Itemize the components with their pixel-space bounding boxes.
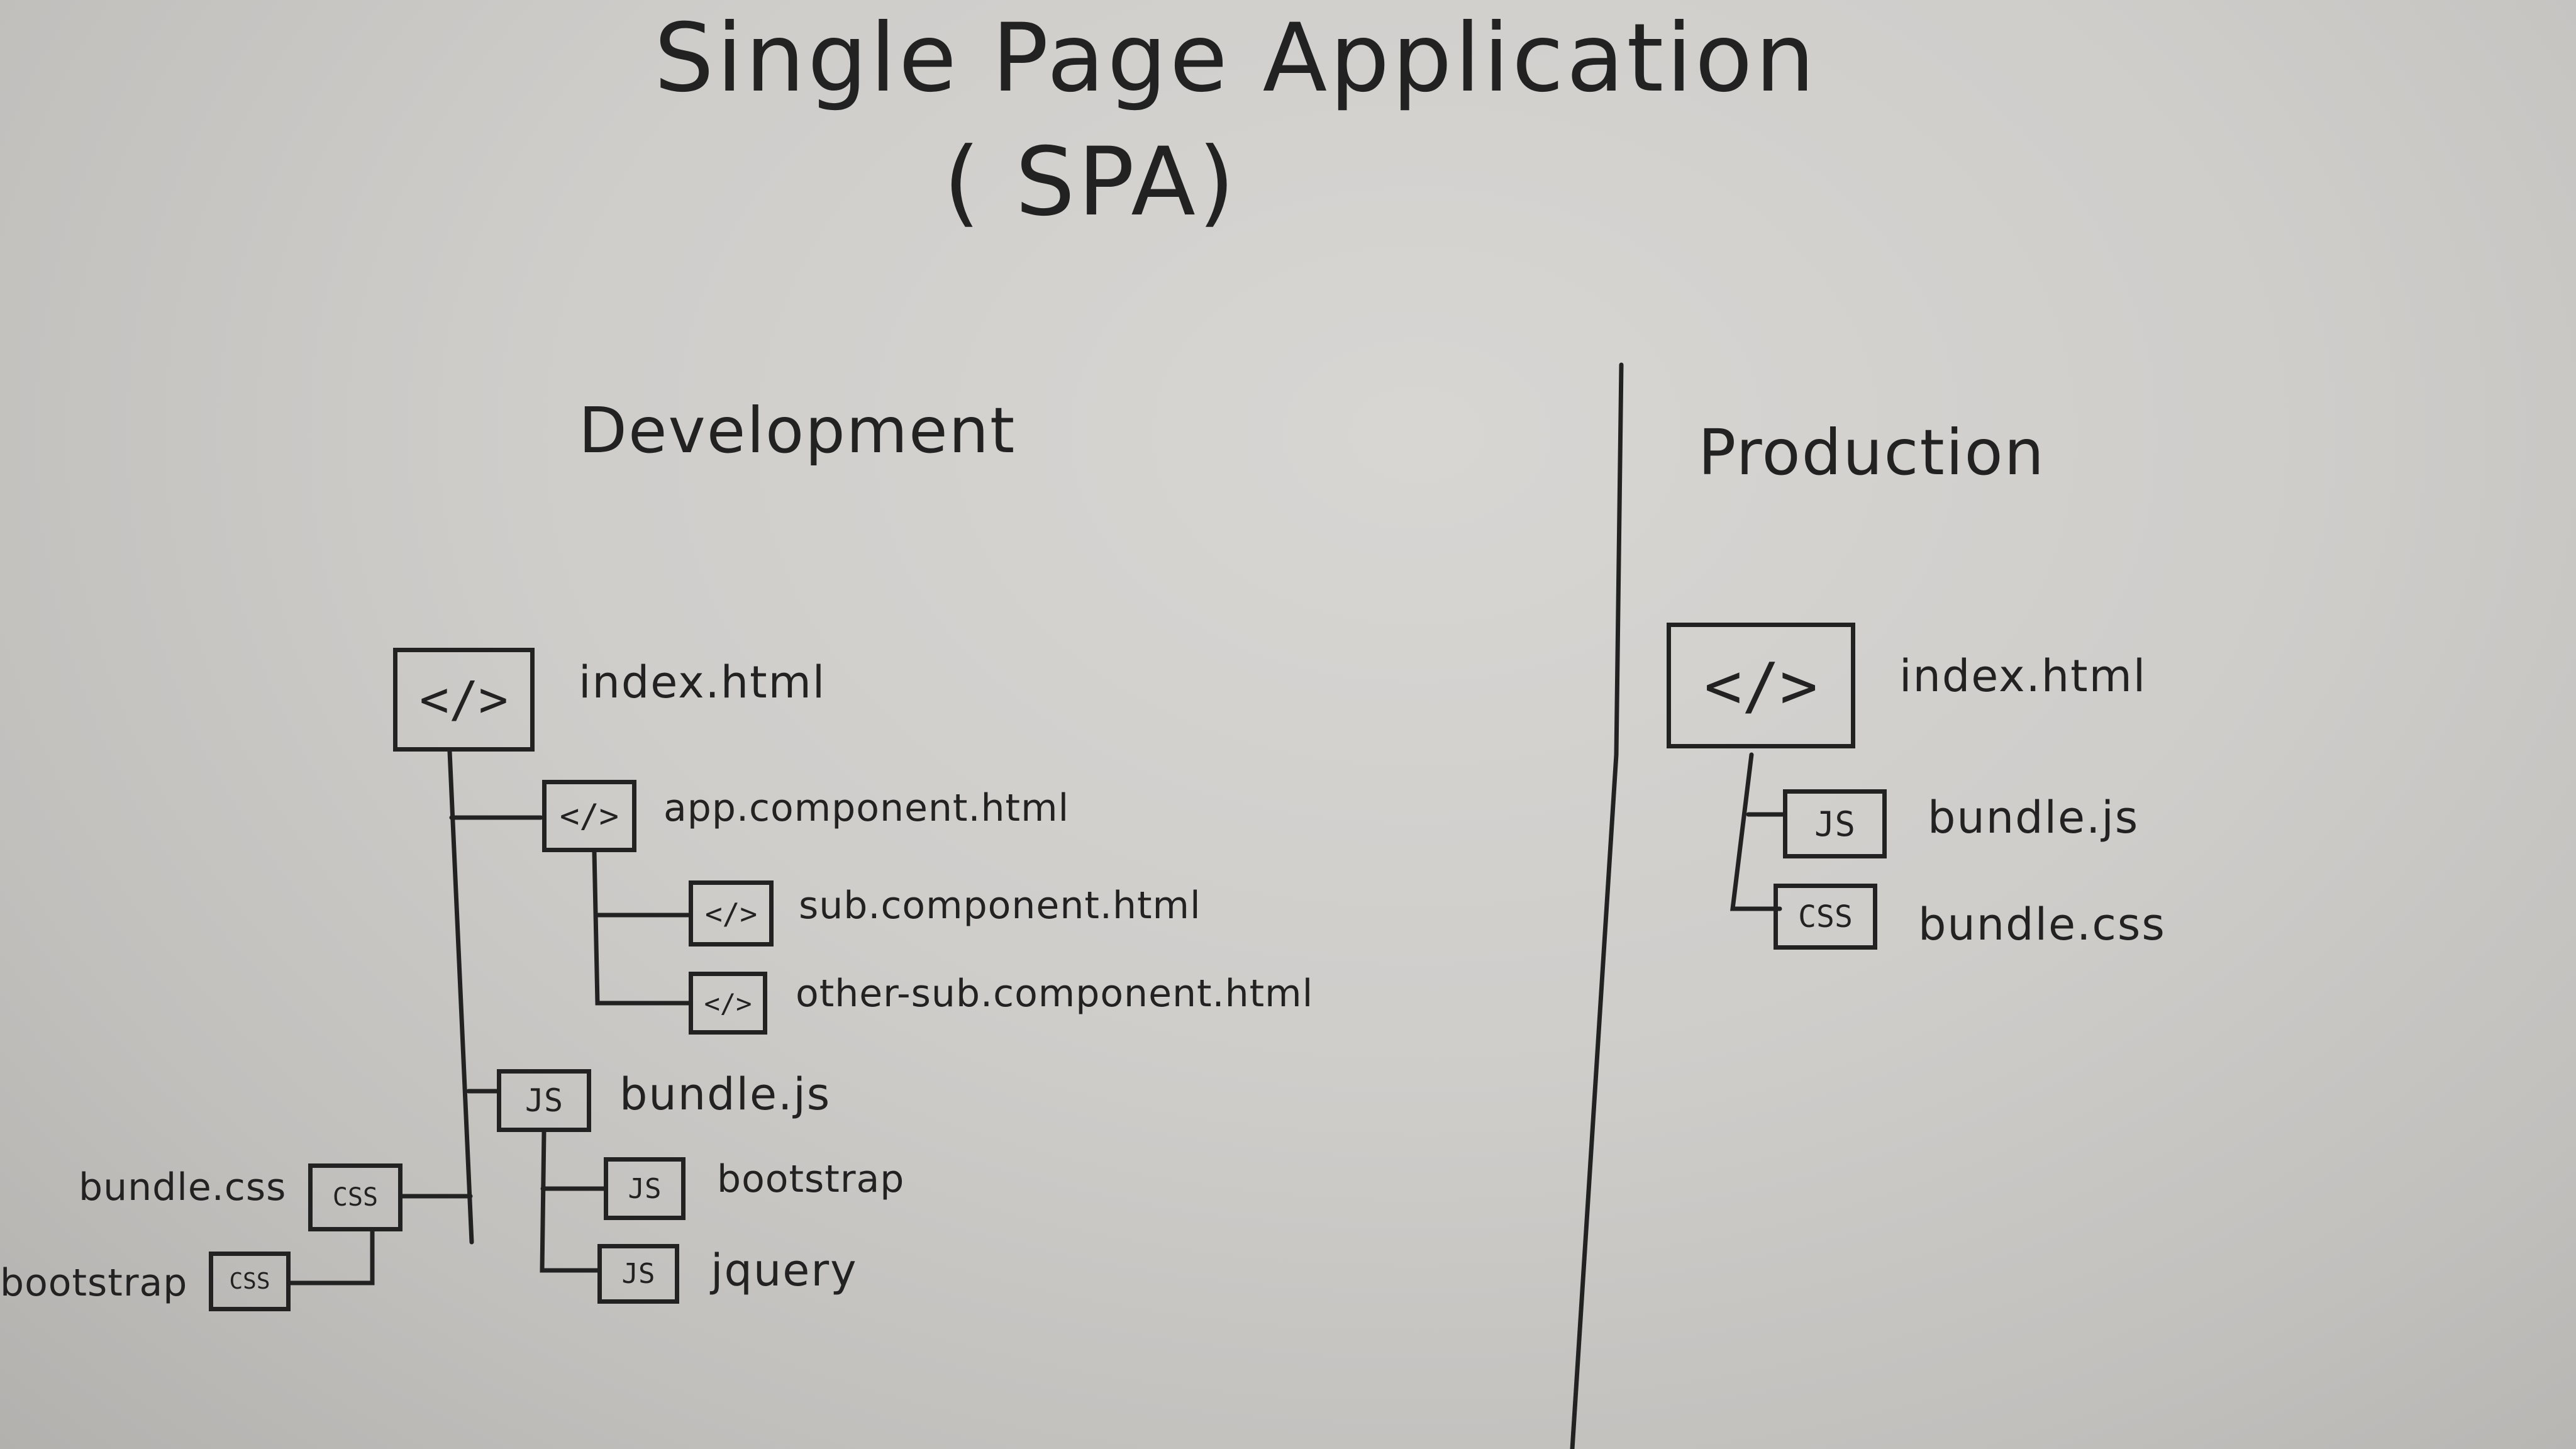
app-sub-trunk [592, 850, 691, 1006]
prod-index-html-icon: </> [1667, 623, 1855, 748]
dev-trunk-line [447, 749, 474, 1245]
prod-index-html-label: index.html [1899, 650, 2147, 702]
page-subtitle: ( SPA) [943, 128, 1238, 237]
column-divider [1570, 362, 1624, 1449]
dev-other-sub-component-icon: </> [689, 972, 767, 1035]
prod-bundle-js-icon: JS [1783, 789, 1887, 858]
dev-app-component-icon: </> [542, 780, 636, 852]
dev-sub-component-icon: </> [689, 880, 774, 947]
development-heading: Development [579, 394, 1016, 467]
prod-trunk-line [1730, 752, 1782, 911]
dev-index-html-icon: </> [393, 648, 535, 752]
dev-index-html-label: index.html [579, 657, 826, 708]
dev-other-sub-component-label: other-sub.component.html [796, 972, 1314, 1016]
production-heading: Production [1698, 416, 2046, 489]
dev-jquery-js-icon: JS [597, 1244, 679, 1304]
prod-bundle-css-label: bundle.css [1918, 899, 2166, 950]
dev-bootstrap-js-icon: JS [604, 1157, 686, 1220]
prod-bundle-css-icon: CSS [1774, 884, 1877, 950]
dev-sub-component-label: sub.component.html [799, 884, 1201, 928]
dev-bootstrap-js-label: bootstrap [717, 1157, 905, 1201]
dev-bundle-js-icon: JS [497, 1069, 591, 1132]
prod-bundle-js-label: bundle.js [1928, 792, 2140, 843]
bundle-css-branch-bootstrap [288, 1229, 375, 1285]
dev-bundle-css-icon: CSS [308, 1163, 402, 1231]
dev-bootstrap-css-icon: CSS [209, 1252, 291, 1311]
dev-bundle-js-label: bundle.js [619, 1069, 831, 1120]
dev-jquery-js-label: jquery [711, 1245, 858, 1296]
dev-bundle-css-label: bundle.css [79, 1165, 287, 1209]
page-title: Single Page Application [654, 4, 1818, 113]
dev-bootstrap-css-label: bootstrap [0, 1261, 188, 1305]
dev-app-component-label: app.component.html [663, 786, 1070, 830]
bundle-js-trunk [540, 1130, 600, 1273]
